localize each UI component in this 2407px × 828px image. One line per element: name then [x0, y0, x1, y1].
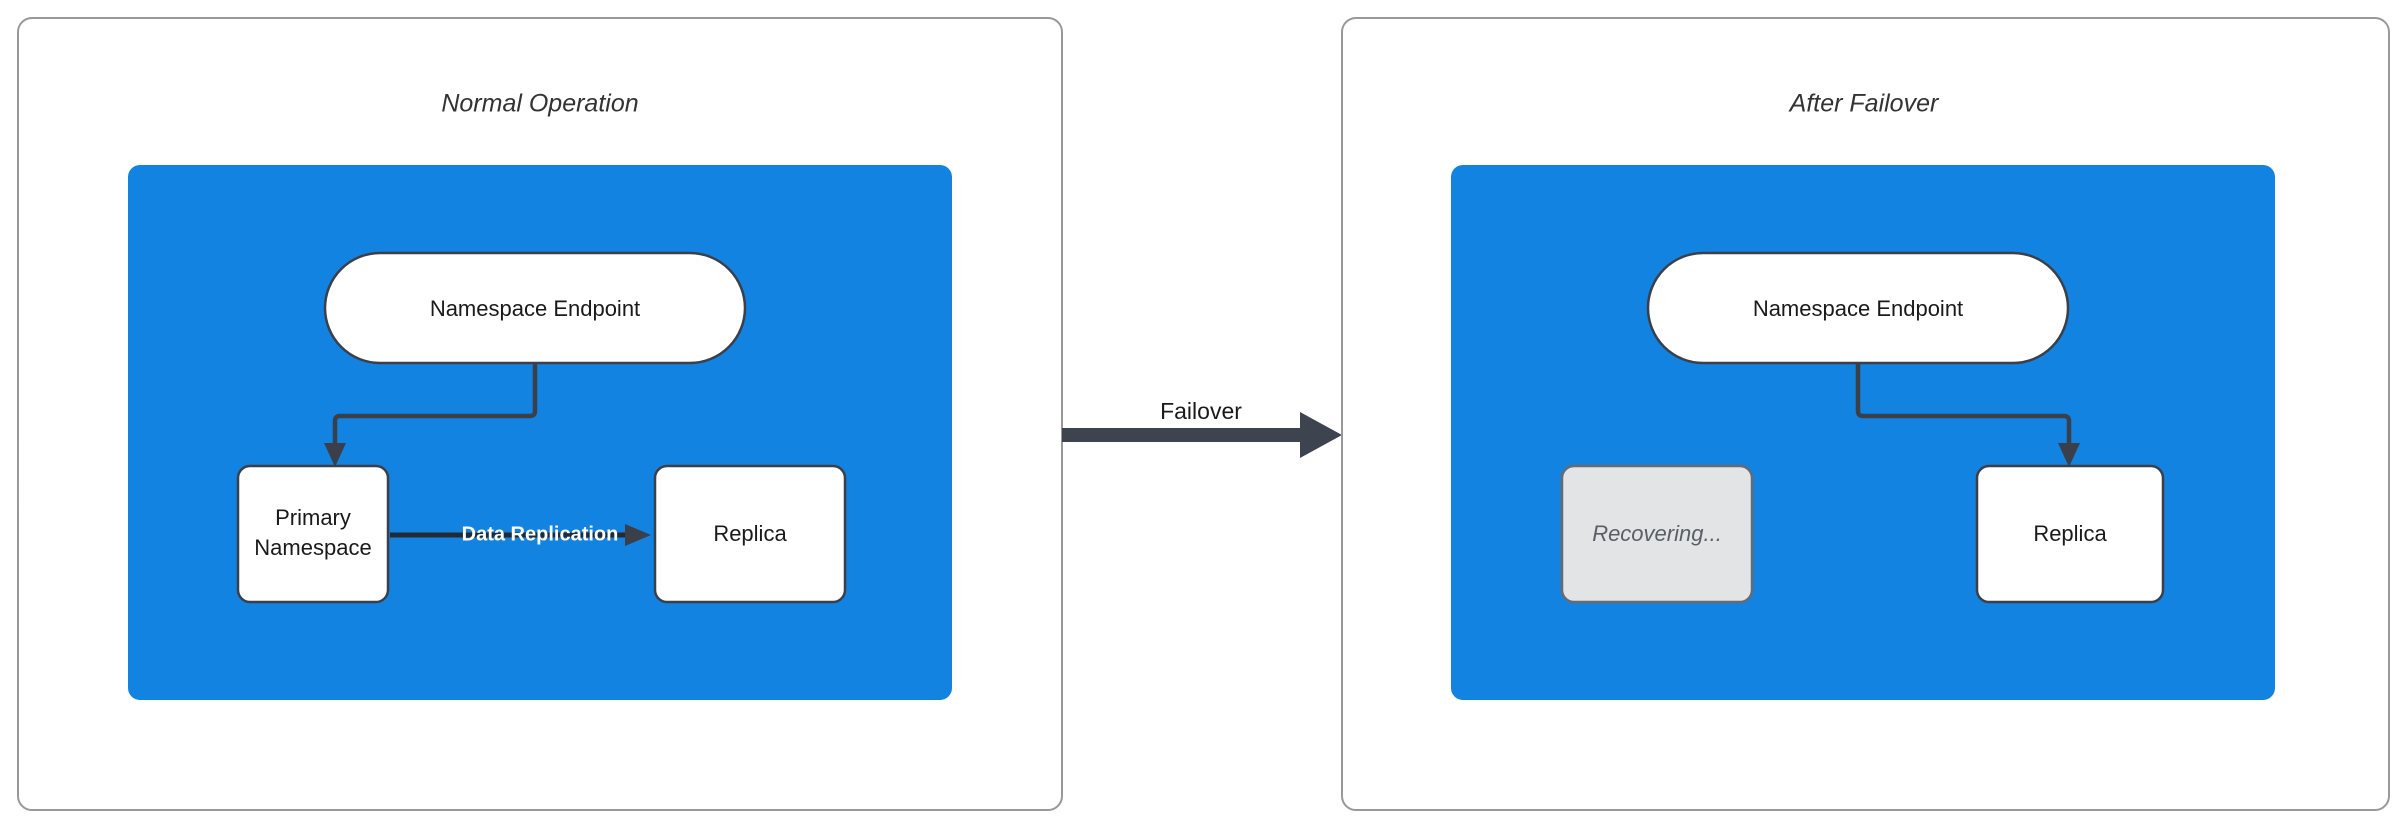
node-shape-rounded-rect [653, 464, 847, 604]
edge-label-data-replication: Data Replication [462, 523, 619, 545]
arrowhead-endpoint-to-primary [324, 443, 346, 467]
region-blue-normal-operation [128, 165, 952, 700]
edge-endpoint-to-replica [1855, 363, 2080, 467]
node-recovering[interactable]: Recovering... [1560, 464, 1754, 604]
edge-primary-to-replica: Data Replication [390, 523, 651, 546]
failover-transition: Failover [1062, 398, 1342, 458]
node-label-primary-namespace-line2: Namespace [254, 535, 371, 560]
panel-title-after-failover: After Failover [1788, 90, 1940, 118]
connector-path-endpoint-to-replica [1855, 363, 2072, 450]
edge-endpoint-to-primary [324, 363, 538, 467]
node-shape-rounded-rect [236, 464, 390, 604]
node-label-namespace-endpoint-left: Namespace Endpoint [430, 296, 640, 321]
node-replica-right[interactable]: Replica [1975, 464, 2165, 604]
node-namespace-endpoint-right[interactable]: Namespace Endpoint [1646, 251, 2070, 365]
panel-after-failover: After Failover Namespace Endpoint Recove… [1341, 17, 2390, 811]
panel-title-normal-operation: Normal Operation [441, 90, 638, 118]
node-label-replica-right: Replica [2033, 521, 2107, 546]
connector-path-endpoint-to-primary [332, 363, 538, 450]
arrowhead-primary-to-replica [625, 524, 651, 546]
node-label-recovering: Recovering... [1592, 521, 1722, 546]
failover-arrowhead [1300, 412, 1342, 458]
region-blue-after-failover [1451, 165, 2275, 700]
failover-arrow-shaft [1062, 428, 1305, 442]
node-label-namespace-endpoint-right: Namespace Endpoint [1753, 296, 1963, 321]
arrowhead-endpoint-to-replica [2058, 443, 2080, 467]
node-shape-rounded-rect [1975, 464, 2165, 604]
failover-transition-label: Failover [1160, 398, 1242, 424]
node-replica-left[interactable]: Replica [653, 464, 847, 604]
node-label-replica-left: Replica [713, 521, 787, 546]
node-primary-namespace[interactable]: Primary Namespace [236, 464, 390, 604]
panel-normal-operation: Normal Operation Namespace Endpoint Prim… [17, 17, 1063, 811]
node-namespace-endpoint-left[interactable]: Namespace Endpoint [323, 251, 747, 365]
node-shape-rounded-rect [1560, 464, 1754, 604]
node-label-primary-namespace-line1: Primary [275, 505, 351, 530]
